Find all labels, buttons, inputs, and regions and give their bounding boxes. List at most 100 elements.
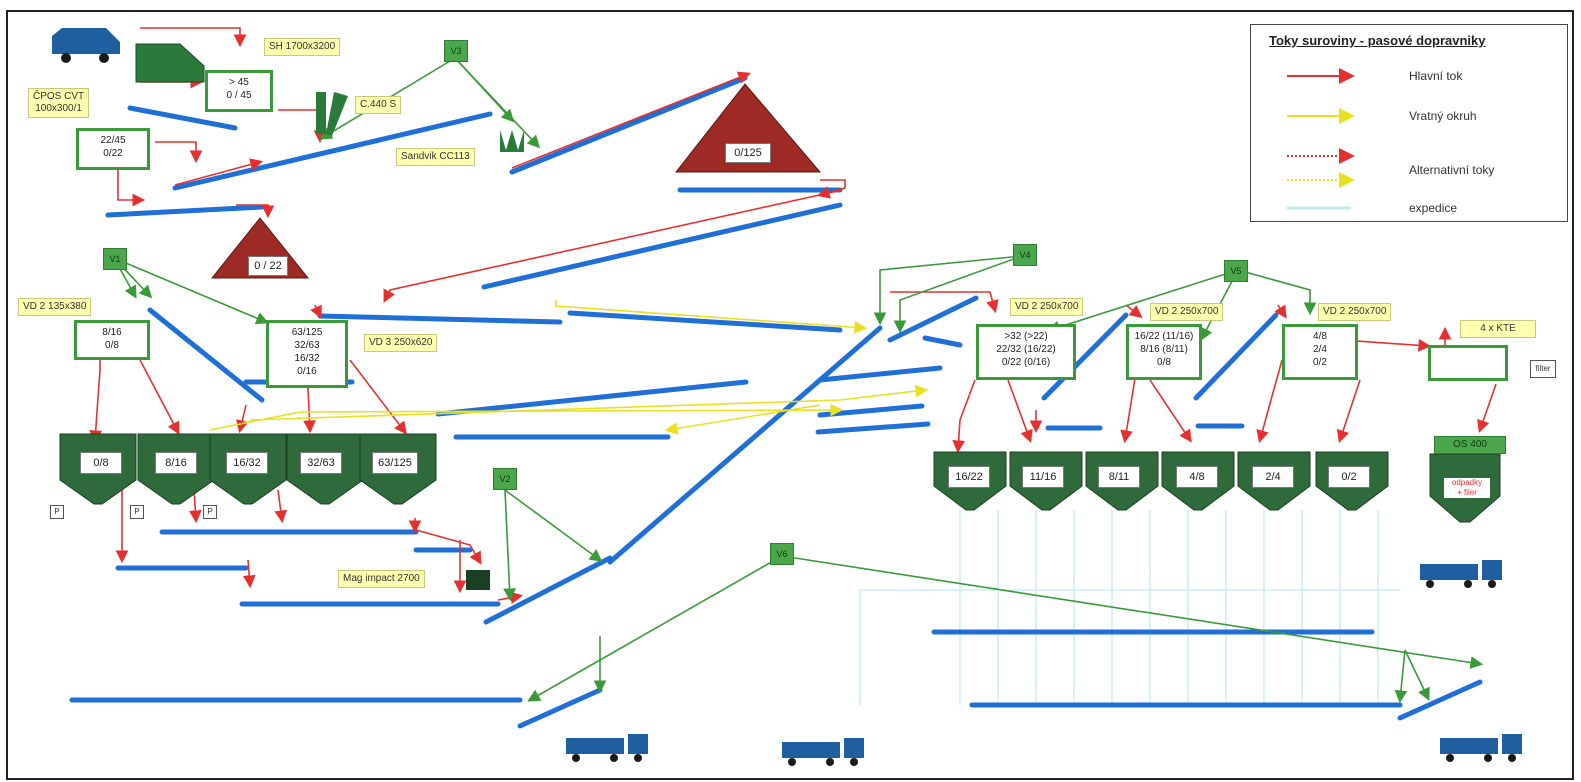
p-box: P — [203, 505, 217, 519]
main-flow-line — [242, 559, 256, 589]
conveyor-belt — [435, 379, 749, 417]
truck-icon — [572, 754, 580, 762]
main-flow-line — [303, 387, 316, 434]
label-os400: OS 400 — [1434, 436, 1506, 454]
truck-icon — [1464, 580, 1472, 588]
main-flow-line — [188, 489, 202, 524]
truck-icon — [1440, 738, 1498, 754]
main-flow-line — [511, 71, 751, 169]
main-flow-line — [890, 291, 999, 314]
legend-return-loop: Vratný okruh — [1409, 109, 1477, 123]
conveyor-belt — [607, 325, 883, 565]
truck-icon — [628, 734, 648, 754]
label-vd3: VD 3 250x620 — [364, 334, 438, 352]
diagram-frame — [6, 10, 1574, 780]
silo-right-label: 8/11 — [1098, 466, 1140, 488]
truck-icon — [844, 738, 864, 758]
badge-v5: V5 — [1224, 260, 1248, 282]
conveyor-belt — [1397, 679, 1483, 721]
badge-v1: V1 — [103, 248, 127, 270]
conveyor-belt — [817, 365, 943, 383]
conveyor-belt — [483, 555, 613, 625]
green-flow-line — [873, 255, 1023, 326]
truck-icon — [788, 758, 796, 766]
conveyor-belt — [517, 687, 603, 729]
label-sh: SH 1700x3200 — [264, 38, 341, 56]
legend-title: Toky suroviny - pasové dopravniky — [1269, 33, 1486, 48]
green-flow-line — [781, 555, 1484, 669]
screen-box-v1: 8/16 0/8 — [74, 320, 150, 360]
screen-box-d1: >32 (>22) 22/32 (16/22) 0/22 (0/16) — [976, 324, 1076, 380]
legend-main-flow: Hlavní tok — [1409, 69, 1463, 83]
filter-box: filter — [1530, 360, 1556, 378]
main-flow-line — [1274, 304, 1287, 319]
green-flow-line — [893, 255, 1023, 334]
main-flow-line — [383, 189, 843, 303]
legend: Toky suroviny - pasové dopravniky Hlavní… — [1250, 24, 1568, 222]
silo-right-label: 0/2 — [1328, 466, 1370, 488]
return-flow-line — [249, 384, 929, 421]
badge-v4: V4 — [1013, 244, 1037, 266]
main-flow-line — [415, 529, 482, 565]
dump-truck-icon — [52, 28, 120, 54]
crusher-icon — [316, 92, 326, 134]
silo-left-label: 32/63 — [300, 452, 342, 474]
cone-crusher-icon — [500, 130, 524, 152]
truck-icon — [610, 754, 618, 762]
green-flow-line — [1046, 269, 1239, 334]
conveyor-belt — [1041, 312, 1129, 401]
p-box: P — [50, 505, 64, 519]
truck-icon — [1482, 560, 1502, 580]
conveyor-belt — [815, 421, 931, 435]
legend-expedice: expedice — [1409, 201, 1458, 215]
truck-icon — [782, 742, 840, 758]
green-flow-line — [1394, 649, 1408, 704]
green-flow-line — [1237, 269, 1317, 316]
screen-box-vd3: 63/125 32/63 16/32 0/16 — [266, 320, 348, 388]
dump-truck-icon — [61, 53, 71, 63]
silo-right-label: 16/22 — [948, 466, 990, 488]
silo-right-label: 11/16 — [1022, 466, 1064, 488]
label-vd2-a: VD 2 250x700 — [1010, 298, 1084, 316]
main-flow-line — [497, 591, 524, 605]
return-flow-line — [555, 300, 868, 334]
main-flow-line — [349, 359, 407, 435]
truck-icon — [566, 738, 624, 754]
main-flow-line — [278, 109, 327, 144]
main-flow-line — [89, 360, 103, 444]
pile-small-label: 0 / 22 — [248, 256, 288, 276]
truck-icon — [1488, 580, 1496, 588]
truck-icon — [826, 758, 834, 766]
label-cpos: ČPOS CVT 100x300/1 — [28, 88, 90, 118]
main-flow-line — [1125, 304, 1143, 318]
truck-icon — [1508, 754, 1516, 762]
main-flow-line — [274, 489, 288, 524]
pile-big — [674, 83, 822, 173]
main-flow-line — [236, 404, 249, 434]
silo-left-label: 63/125 — [372, 452, 418, 474]
truck-icon — [1446, 754, 1454, 762]
mag-impact-icon — [466, 570, 490, 590]
main-flow-line — [310, 304, 322, 319]
conveyor-belt — [481, 202, 843, 290]
truck-icon — [1484, 754, 1492, 762]
p-box: P — [130, 505, 144, 519]
silo-left-label: 0/8 — [80, 452, 122, 474]
green-flow-line — [113, 257, 269, 325]
main-flow-line — [117, 170, 146, 207]
feeder-icon — [135, 43, 205, 83]
green-flow-line — [504, 489, 603, 562]
conveyor-belt — [509, 75, 748, 175]
truck-icon — [634, 754, 642, 762]
screen-box-45: > 45 0 / 45 — [205, 70, 273, 112]
return-flow-line — [664, 404, 821, 435]
return-flow-line — [209, 403, 844, 431]
legend-swatches — [1287, 68, 1355, 210]
truck-icon — [1426, 580, 1434, 588]
os400-sub: odpadky + filer — [1444, 478, 1490, 498]
main-flow-line — [140, 27, 247, 48]
conveyor-belt — [105, 204, 265, 218]
label-sandvik: Sandvik CC113 — [396, 148, 475, 166]
main-flow-line — [155, 141, 203, 164]
